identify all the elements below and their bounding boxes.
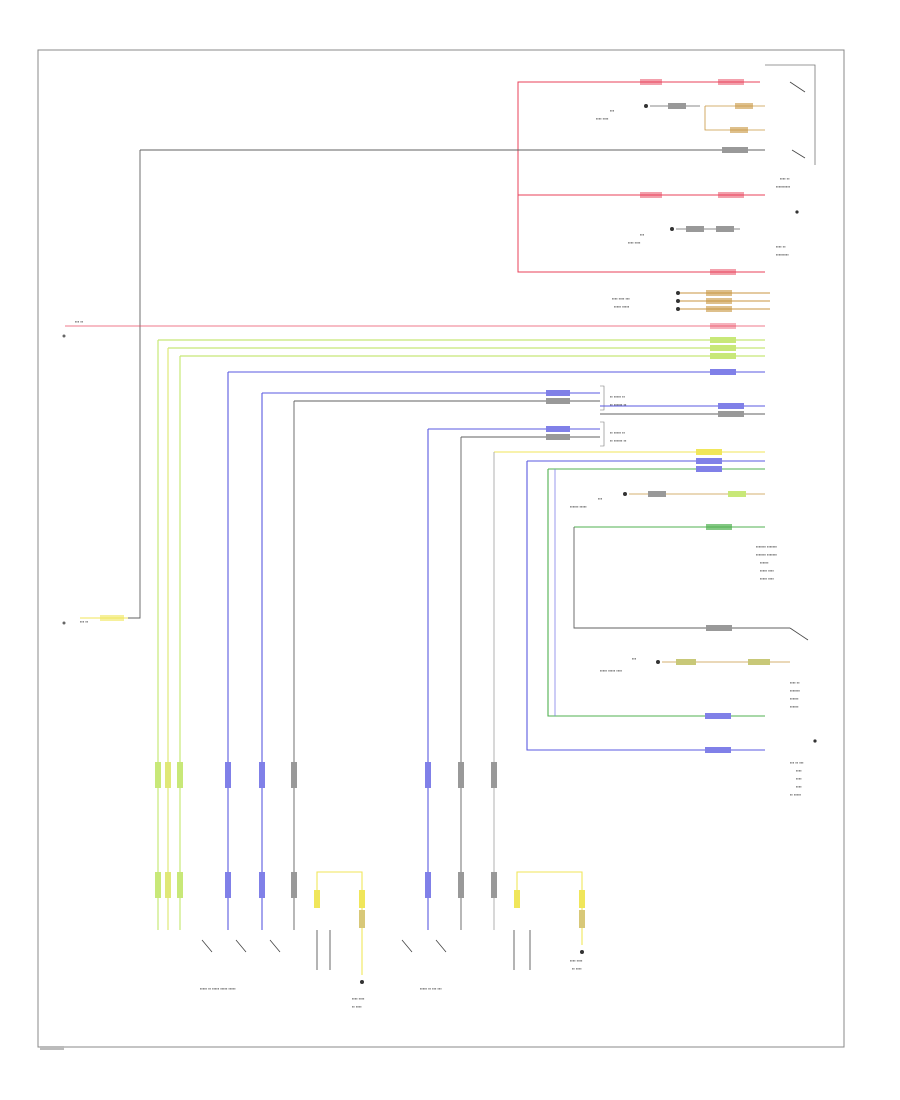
loop-yellow-right [516,871,583,905]
svg-text:▪▪▪▪▪ ▪▪▪▪: ▪▪▪▪▪ ▪▪▪▪ [760,576,774,581]
svg-text:▪▪▪▪▪ ▪▪ ▪▪▪ ▪▪▪: ▪▪▪▪▪ ▪▪ ▪▪▪ ▪▪▪ [420,986,442,991]
svg-text:▪▪▪▪ ▪▪▪▪: ▪▪▪▪ ▪▪▪▪ [352,996,365,1001]
svg-text:▪▪▪▪▪ ▪▪▪▪▪: ▪▪▪▪▪ ▪▪▪▪▪ [614,304,630,309]
connector-stack: ▪▪▪▪ ▪▪▪▪ ▪▪▪ ▪▪▪▪▪ ▪▪▪▪▪ [612,290,770,312]
svg-text:▪▪ ▪▪▪▪: ▪▪ ▪▪▪▪ [572,966,582,971]
svg-text:▪▪▪▪ ▪▪▪▪: ▪▪▪▪ ▪▪▪▪ [596,116,609,121]
svg-text:▪▪▪▪ ▪▪▪▪ ▪▪▪: ▪▪▪▪ ▪▪▪▪ ▪▪▪ [612,296,630,301]
svg-text:▪▪▪▪▪ ▪▪ ▪▪▪▪▪ ▪▪▪▪▪ ▪▪▪▪▪: ▪▪▪▪▪ ▪▪ ▪▪▪▪▪ ▪▪▪▪▪ ▪▪▪▪▪ [200,986,236,991]
svg-text:▪▪▪▪▪▪▪ ▪▪▪▪▪▪▪: ▪▪▪▪▪▪▪ ▪▪▪▪▪▪▪ [756,544,778,549]
bottom-switches [201,930,531,970]
svg-text:▪▪▪: ▪▪▪ [632,656,637,661]
bottom-connectors [155,762,497,898]
diagram-frame [37,49,845,1048]
svg-text:▪▪ ▪▪▪▪▪: ▪▪ ▪▪▪▪▪ [790,792,802,797]
svg-text:▪▪▪▪ ▪▪▪▪: ▪▪▪▪ ▪▪▪▪ [628,240,641,245]
svg-text:▪▪▪▪▪▪: ▪▪▪▪▪▪ [790,704,799,709]
svg-text:▪▪▪▪▪▪ ▪▪▪▪▪: ▪▪▪▪▪▪ ▪▪▪▪▪ [570,504,587,509]
svg-text:▪▪▪▪: ▪▪▪▪ [796,776,802,781]
svg-text:▪▪▪▪ ▪▪▪▪: ▪▪▪▪ ▪▪▪▪ [570,958,583,963]
svg-text:▪▪▪▪ ▪▪: ▪▪▪▪ ▪▪ [780,176,790,181]
svg-text:▪▪ ▪▪▪▪▪▪ ▪▪: ▪▪ ▪▪▪▪▪▪ ▪▪ [610,438,627,443]
svg-text:▪▪▪▪▪ ▪▪▪▪▪ ▪▪▪▪: ▪▪▪▪▪ ▪▪▪▪▪ ▪▪▪▪ [600,668,623,673]
svg-text:▪▪▪▪▪▪▪▪▪: ▪▪▪▪▪▪▪▪▪ [776,252,789,257]
svg-text:▪▪▪: ▪▪▪ [598,496,603,501]
svg-text:▪▪▪▪: ▪▪▪▪ [796,784,802,789]
svg-text:▪▪▪: ▪▪▪ [640,232,645,237]
wire-red-loop [517,81,765,273]
svg-text:▪▪▪▪▪▪▪▪▪▪: ▪▪▪▪▪▪▪▪▪▪ [776,184,791,189]
svg-text:▪▪▪▪ ▪▪: ▪▪▪▪ ▪▪ [776,244,786,249]
svg-text:▪▪ ▪▪▪▪▪ ▪▪: ▪▪ ▪▪▪▪▪ ▪▪ [610,430,626,435]
svg-text:▪▪▪ ▪▪ ▪▪▪: ▪▪▪ ▪▪ ▪▪▪ [790,760,804,765]
svg-text:▪▪▪ ▪▪: ▪▪▪ ▪▪ [75,319,84,324]
footer-code [40,1046,64,1050]
svg-text:▪▪▪▪▪▪▪ ▪▪▪▪▪▪▪: ▪▪▪▪▪▪▪ ▪▪▪▪▪▪▪ [756,552,778,557]
top-switch-block: ▪▪▪ ▪▪▪▪ ▪▪▪▪ ▪▪▪ ▪▪▪▪ ▪▪▪▪ ▪▪▪▪ ▪▪ ▪▪▪▪… [517,64,816,275]
svg-text:▪▪▪▪▪ ▪▪▪▪: ▪▪▪▪▪ ▪▪▪▪ [760,568,774,573]
svg-text:▪▪▪▪▪▪: ▪▪▪▪▪▪ [760,560,769,565]
svg-text:▪▪▪▪: ▪▪▪▪ [796,768,802,773]
svg-text:▪▪▪▪ ▪▪: ▪▪▪▪ ▪▪ [790,680,800,685]
svg-text:▪▪ ▪▪▪▪▪ ▪▪: ▪▪ ▪▪▪▪▪ ▪▪ [610,394,626,399]
loop-yellow-left [316,871,363,905]
svg-text:▪▪▪ ▪▪: ▪▪▪ ▪▪ [80,619,89,624]
svg-text:▪▪▪▪▪▪: ▪▪▪▪▪▪ [790,696,799,701]
svg-text:▪▪▪: ▪▪▪ [610,108,615,113]
svg-text:▪▪▪▪▪▪▪: ▪▪▪▪▪▪▪ [790,688,801,693]
svg-text:▪▪ ▪▪▪▪▪▪ ▪▪: ▪▪ ▪▪▪▪▪▪ ▪▪ [610,402,627,407]
svg-text:▪▪ ▪▪▪▪: ▪▪ ▪▪▪▪ [352,1004,362,1009]
